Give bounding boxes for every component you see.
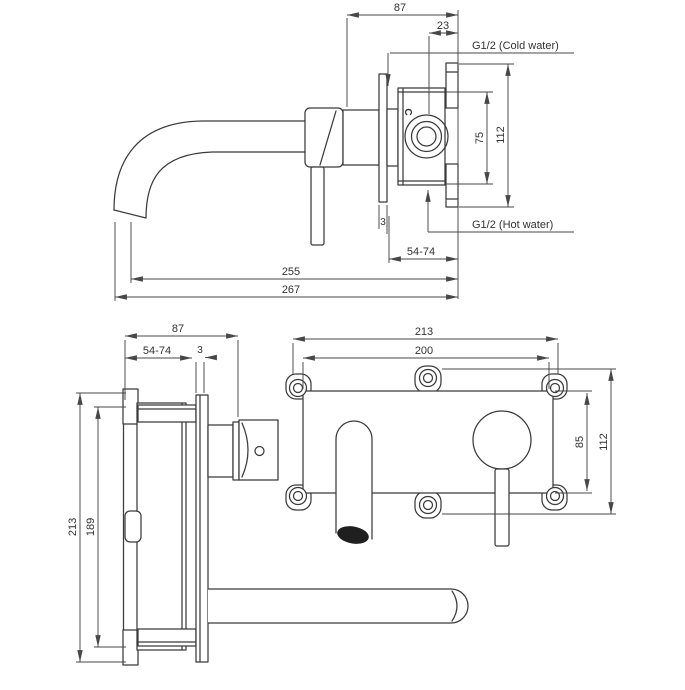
dimension-213-front: 213 <box>292 326 559 374</box>
hot-water-label: G1/2 (Hot water) <box>472 219 553 231</box>
inlet-union-top <box>137 404 197 423</box>
spout-outlet-opening <box>337 526 369 544</box>
dimension-54-74-side: 54-74 <box>125 345 192 361</box>
wall-plate-side <box>195 394 209 663</box>
cartridge-inner-circle <box>416 126 437 147</box>
body-connector <box>386 108 399 167</box>
dim-87-side-label: 87 <box>172 323 184 335</box>
cold-water-label: G1/2 (Cold water) <box>472 40 559 52</box>
dim-200-label: 200 <box>415 345 433 357</box>
dimension-23: 23 <box>428 20 458 114</box>
dim-112-top-label: 112 <box>495 126 507 144</box>
cartridge-screw-hole <box>254 445 265 457</box>
retaining-clip <box>124 510 142 543</box>
handle-escutcheon <box>342 109 380 166</box>
cold-water-callout: G1/2 (Cold water) <box>385 40 574 86</box>
dimension-112-front: 112 <box>442 368 616 515</box>
handle-lever-front <box>494 468 510 547</box>
spout-front-outline <box>335 420 373 540</box>
cartridge-middle-circle <box>410 120 443 153</box>
dimension-85: 85 <box>555 390 592 494</box>
cartridge-step <box>232 421 240 481</box>
rough-in-front-view: 213 200 85 112 <box>285 326 616 547</box>
spout-inner-line <box>145 151 306 219</box>
inlet-union-bottom <box>137 628 197 647</box>
cartridge-outer-circle <box>404 114 449 159</box>
handle-taper-line <box>319 110 337 166</box>
hot-inlet-stub <box>445 163 459 208</box>
spout-curved <box>113 120 306 219</box>
dim-75-label: 75 <box>474 132 486 144</box>
dim-255-label: 255 <box>282 266 300 278</box>
dimension-200: 200 <box>302 345 550 389</box>
dim-189-label: 189 <box>85 518 97 536</box>
handle-lever <box>310 166 325 246</box>
dimension-75: 75 <box>446 91 493 185</box>
dimension-267: 267 <box>114 222 458 301</box>
cold-side-marking: C <box>402 108 413 115</box>
valve-body <box>397 87 446 186</box>
dimension-54-74-top: 54-74 <box>388 216 458 263</box>
dimension-189: 189 <box>85 406 126 648</box>
handle-body <box>304 107 344 168</box>
dimension-255: 255 <box>130 222 458 283</box>
dim-54-74-top-label: 54-74 <box>407 246 435 258</box>
cartridge-neck <box>207 424 234 478</box>
trim-plate-side <box>378 73 388 203</box>
dim-54-74-side-label: 54-74 <box>143 345 171 357</box>
dim-3-side-label: 3 <box>197 345 203 356</box>
dimension-87-side: 87 <box>124 323 239 417</box>
dim-85-label: 85 <box>574 436 586 448</box>
cold-inlet-stub <box>445 62 459 109</box>
embedded-box <box>136 402 187 651</box>
spout-outer-line <box>113 120 306 211</box>
cartridge-sleeve-arc <box>241 422 249 478</box>
dim-267-label: 267 <box>282 284 300 296</box>
hot-water-callout: G1/2 (Hot water) <box>425 190 574 233</box>
dim-23-label: 23 <box>437 20 449 32</box>
mounting-holes <box>288 368 565 515</box>
spout-tip-line <box>113 209 147 219</box>
side-elevation-view: C 87 23 G1/2 (Cold water) 112 <box>113 2 574 301</box>
dim-112-front-label: 112 <box>598 433 610 451</box>
dimension-3-top: 3 <box>378 205 388 234</box>
dim-213-side-label: 213 <box>67 518 79 536</box>
rail-bottom-block <box>122 629 139 666</box>
spout-front-mask <box>336 421 372 539</box>
dim-3-top-label: 3 <box>380 217 386 228</box>
spout-tube-side <box>208 588 469 624</box>
dim-213-front-label: 213 <box>415 326 433 338</box>
handle-knob-front <box>472 410 532 470</box>
dimension-213-side: 213 <box>67 392 126 663</box>
dimension-3-side: 3 <box>195 345 217 393</box>
dimension-112-top: 112 <box>459 63 514 208</box>
dim-87-label: 87 <box>394 2 406 14</box>
dimension-87-top: 87 <box>346 2 458 107</box>
spout-tube-end-arc <box>451 590 458 622</box>
rough-in-side-view: 87 54-74 3 213 189 <box>67 323 469 666</box>
